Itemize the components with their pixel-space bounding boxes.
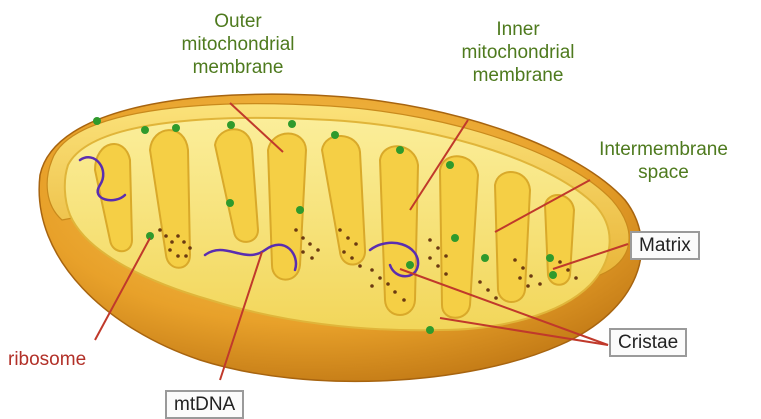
- label-inner-membrane: Inner mitochondrial membrane: [423, 18, 613, 87]
- label-intermembrane-space: Intermembrane space: [566, 138, 761, 184]
- label-mtdna: mtDNA: [165, 390, 244, 419]
- label-outer-membrane: Outer mitochondrial membrane: [148, 10, 328, 79]
- label-cristae: Cristae: [609, 328, 687, 357]
- label-matrix: Matrix: [630, 231, 700, 260]
- label-ribosome: ribosome: [8, 348, 86, 371]
